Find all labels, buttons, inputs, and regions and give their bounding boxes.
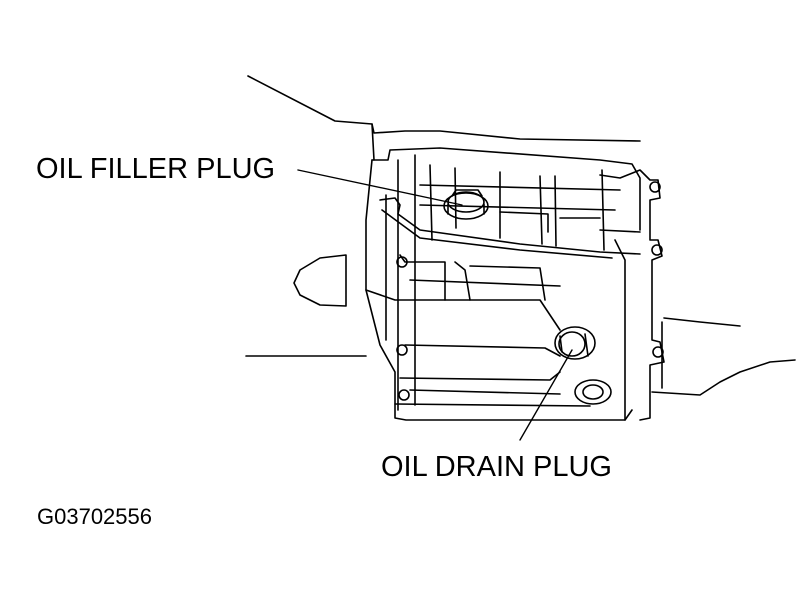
- figure-code: G03702556: [37, 504, 152, 529]
- oil-filler-plug: [443, 189, 489, 220]
- oil-drain-plug: [554, 326, 596, 360]
- oil-drain-plug-label: OIL DRAIN PLUG: [381, 451, 612, 483]
- extension-housing: [599, 169, 665, 421]
- leader-lines: [297, 169, 573, 441]
- oil-filler-plug-label: OIL FILLER PLUG: [36, 153, 276, 185]
- gasket-line: [379, 197, 641, 255]
- input-shaft-outline: [247, 75, 641, 161]
- front-nose: [245, 254, 367, 357]
- gasket-line-inner: [381, 209, 613, 259]
- oil-drain-leader: [519, 349, 573, 441]
- oil-pan: [394, 254, 612, 407]
- output-shaft: [651, 317, 796, 396]
- oil-filler-leader: [297, 169, 463, 206]
- case-ribs: [419, 164, 621, 251]
